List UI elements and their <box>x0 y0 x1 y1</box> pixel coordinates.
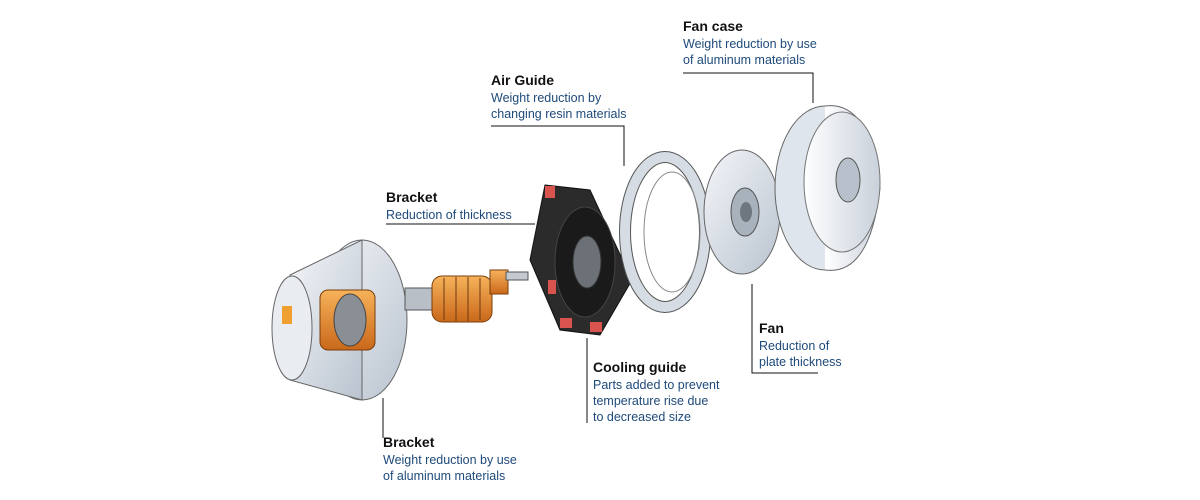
callout-title: Fan <box>759 320 784 336</box>
callout-line: Weight reduction by <box>491 91 602 105</box>
bracket-housing <box>271 239 408 401</box>
callout-bracket-top: Bracket Reduction of thickness <box>386 189 512 223</box>
callout-line: temperature rise due <box>593 394 709 408</box>
leader-air-guide <box>491 125 625 166</box>
callout-bracket-bottom: Bracket Weight reduction by use of alumi… <box>383 434 517 484</box>
callout-fan: Fan Reduction of plate thickness <box>759 320 842 370</box>
callout-line: Parts added to prevent <box>593 378 720 392</box>
callout-line: Reduction of <box>759 339 830 353</box>
fan-case-housing <box>774 105 881 271</box>
callout-cooling-guide: Cooling guide Parts added to prevent tem… <box>593 359 719 425</box>
callout-line: plate thickness <box>759 355 842 369</box>
leader-fan <box>751 284 818 374</box>
callout-line: Reduction of thickness <box>386 208 512 222</box>
callout-title: Fan case <box>683 18 743 34</box>
callout-fan-case: Fan case Weight reduction by use of alum… <box>683 18 817 68</box>
callout-title: Air Guide <box>491 72 555 88</box>
callout-line: Weight reduction by use <box>683 37 817 51</box>
armature-rotor <box>404 269 529 323</box>
callout-title: Bracket <box>386 189 438 205</box>
callout-line: of aluminum materials <box>383 469 506 483</box>
callout-title: Bracket <box>383 434 435 450</box>
fan-plate <box>703 149 781 275</box>
callout-title: Cooling guide <box>593 359 687 375</box>
callout-air-guide: Air Guide Weight reduction by changing r… <box>491 72 627 122</box>
callout-line: changing resin materials <box>491 107 627 121</box>
air-guide-ring <box>619 151 711 313</box>
leader-fan-case <box>683 72 814 103</box>
callout-line: to decreased size <box>593 410 691 424</box>
cooling-guide-bracket <box>529 184 633 336</box>
callout-line: of aluminum materials <box>683 53 806 67</box>
callout-line: Weight reduction by use <box>383 453 517 467</box>
